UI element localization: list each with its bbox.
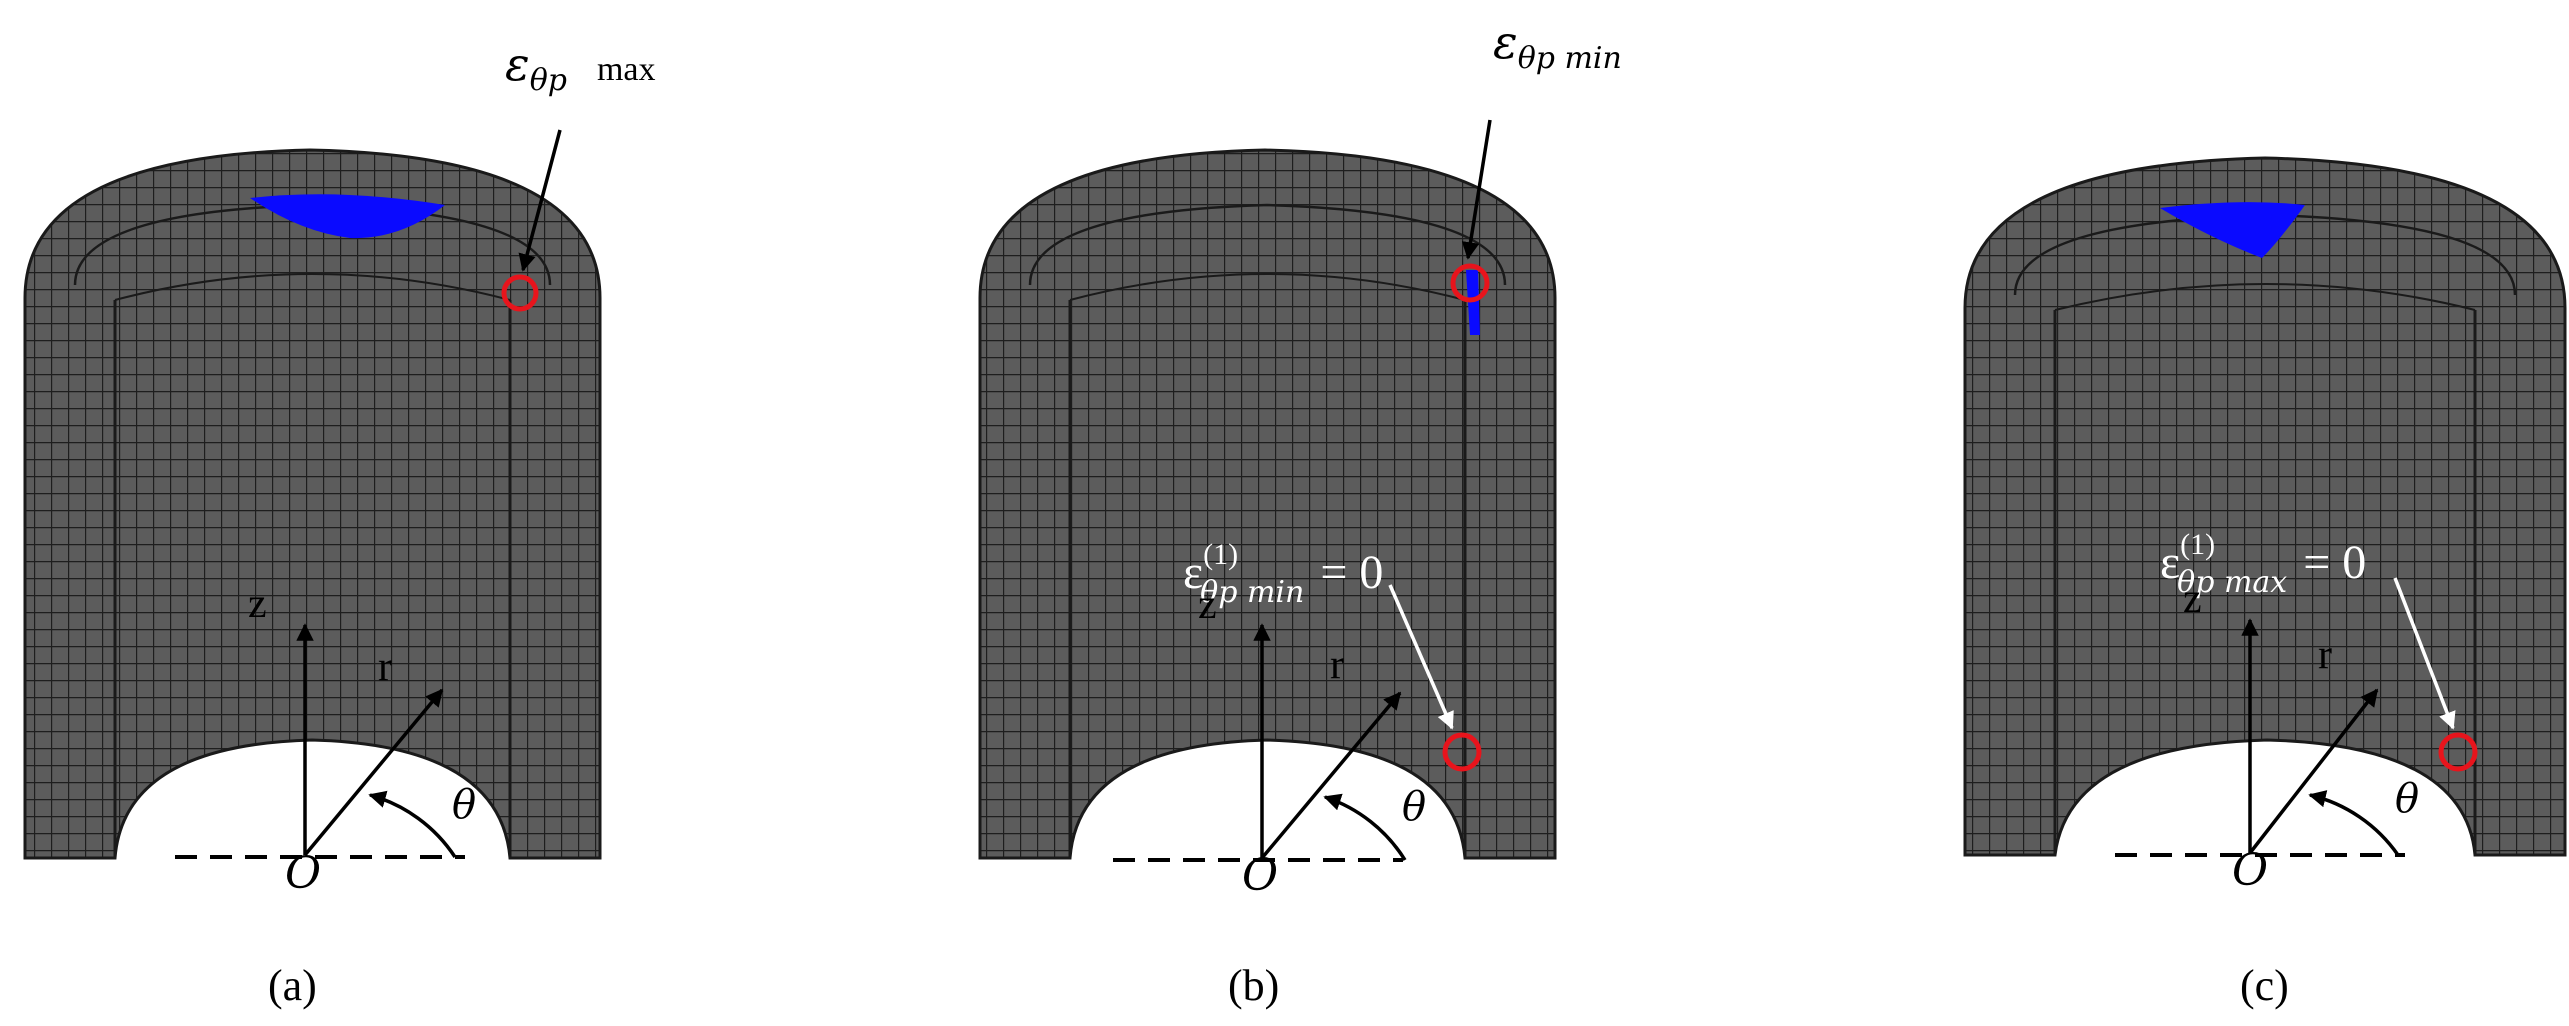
marker-ring-b-top — [1450, 263, 1490, 303]
r-axis-arrow — [303, 688, 444, 857]
panel-b: εθp min ε(1)θp min= 0 z r θ O (b) — [978, 15, 1622, 1010]
theta-label: θ — [2395, 776, 2419, 822]
caption-c: (c) — [2240, 961, 2289, 1010]
cylinder-mesh — [23, 148, 602, 860]
patch-b — [1466, 270, 1480, 335]
patch-c — [2160, 202, 2305, 258]
pointer-arrow-c — [2393, 577, 2456, 730]
cylinder-mesh — [978, 148, 1557, 860]
inner-label-b: ε(1)θp min= 0 — [1183, 538, 1383, 610]
z-label: z — [1198, 582, 1217, 628]
axes-a: z r θ O — [175, 581, 476, 899]
pointer-arrow-b-top — [1461, 119, 1492, 260]
axes-c: z r θ O — [2115, 576, 2419, 896]
top-label-b: εθp min — [1493, 15, 1622, 76]
r-label: r — [1330, 642, 1344, 688]
patch-a — [250, 194, 445, 239]
inner-label-c: ε(1)θp max= 0 — [2160, 528, 2366, 600]
origin-label: O — [2232, 845, 2268, 896]
pointer-arrow-b-bottom — [1388, 584, 1454, 730]
pointer-arrow-a — [518, 129, 562, 272]
caption-a: (a) — [268, 961, 317, 1010]
caption-b: (b) — [1228, 961, 1279, 1010]
panel-c: ε(1)θp max= 0 z r θ O (c) — [1963, 156, 2567, 1010]
axes-b: z r θ O — [1113, 582, 1426, 901]
theta-label: θ — [452, 782, 476, 828]
marker-ring-b-bottom — [1442, 732, 1482, 772]
r-axis-arrow — [2248, 688, 2379, 855]
theta-arc-arrow — [1323, 793, 1407, 861]
origin-label: O — [285, 848, 321, 899]
theta-label: θ — [1402, 784, 1426, 830]
cylinder-mesh — [1963, 156, 2567, 857]
r-label: r — [2318, 632, 2332, 678]
origin-label: O — [1242, 850, 1278, 901]
r-axis-arrow — [1260, 691, 1402, 860]
z-label: z — [248, 581, 267, 627]
theta-arc-arrow — [2308, 790, 2400, 857]
theta-arc-arrow — [368, 790, 457, 858]
r-label: r — [378, 644, 392, 690]
z-label: z — [2183, 576, 2202, 622]
marker-ring-a — [501, 274, 539, 312]
marker-ring-c — [2438, 732, 2478, 772]
